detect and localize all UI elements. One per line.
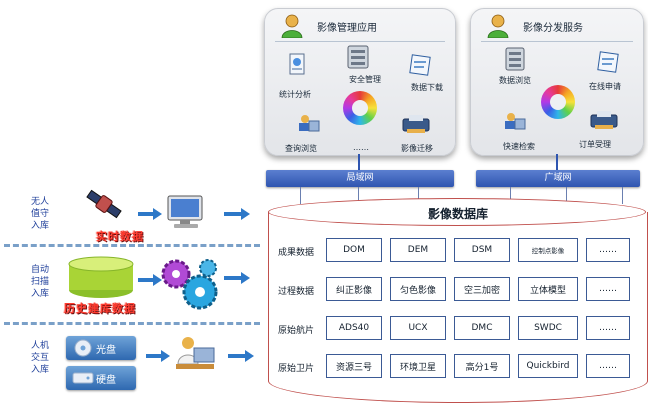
row-label: 过程数据	[278, 287, 315, 297]
color-wheel-icon	[541, 85, 575, 119]
db-cell[interactable]: 立体模型	[518, 277, 578, 301]
arrow-icon	[138, 274, 162, 286]
row-label: 成果数据	[278, 248, 315, 258]
user-icon	[281, 14, 303, 38]
connector	[510, 187, 511, 200]
app-item-quick-search[interactable]: 快速检索	[503, 142, 535, 151]
panel-divider	[275, 41, 445, 42]
connector	[358, 154, 360, 170]
app-item-download[interactable]: 数据下载	[411, 83, 443, 92]
db-cell[interactable]: SWDC	[518, 316, 578, 340]
input-method-label: 无人值守入库	[30, 197, 49, 231]
section-divider	[4, 322, 260, 325]
online-apply-icon	[597, 51, 619, 73]
app-item-online-apply[interactable]: 在线申请	[589, 82, 621, 91]
database-drum-icon	[68, 256, 134, 298]
media-label: 硬盘	[96, 375, 116, 386]
db-cell[interactable]: 高分1号	[454, 354, 510, 378]
satellite-icon	[86, 189, 122, 219]
connector	[300, 187, 301, 204]
db-cell[interactable]: 环境卫星	[390, 354, 446, 378]
app-item-security[interactable]: 安全管理	[349, 75, 381, 84]
hard-disk-icon	[72, 372, 94, 384]
app-item-more: ……	[353, 143, 369, 152]
connector	[556, 154, 558, 170]
chart-document-icon	[289, 53, 305, 75]
db-cell[interactable]: ……	[586, 316, 630, 340]
section-divider	[4, 244, 260, 247]
operator-icon	[176, 337, 215, 369]
input-method-label: 自动扫描入库	[30, 265, 49, 299]
app-panel-management: 影像管理应用 统计分析 安全管理 数据下载 查询浏览 …… 影像迁移	[264, 8, 456, 156]
db-cell[interactable]: 空三加密	[454, 277, 510, 301]
connector	[622, 187, 623, 204]
history-data-caption: 历史建库数据	[64, 302, 136, 315]
query-person-icon	[299, 115, 320, 132]
user-icon	[487, 14, 509, 38]
arrow-icon	[228, 350, 254, 362]
row-label: 原始航片	[278, 326, 315, 336]
connector	[566, 187, 567, 201]
app-item-stats[interactable]: 统计分析	[279, 90, 311, 99]
arrow-icon	[224, 272, 250, 284]
db-cell[interactable]: 控制点影像	[518, 238, 578, 262]
app-item-query[interactable]: 查询浏览	[285, 144, 317, 153]
panel-title: 影像管理应用	[317, 23, 377, 34]
arrow-icon	[224, 208, 250, 220]
database-cylinder-top	[268, 198, 646, 226]
db-cell[interactable]: ADS40	[326, 316, 382, 340]
order-printer-icon	[590, 111, 618, 129]
wan-bar: 广域网	[476, 170, 640, 187]
app-item-data-browse[interactable]: 数据浏览	[499, 76, 531, 85]
db-cell[interactable]: 纠正影像	[326, 277, 382, 301]
row-label: 原始卫片	[278, 364, 315, 374]
media-label: 光盘	[96, 345, 116, 356]
optical-disc-media[interactable]: 光盘	[66, 336, 136, 360]
app-item-migration[interactable]: 影像迁移	[401, 144, 433, 153]
hard-disk-media[interactable]: 硬盘	[66, 366, 136, 390]
db-cell[interactable]: DSM	[454, 238, 510, 262]
arrow-icon	[138, 208, 162, 220]
db-cell[interactable]: DOM	[326, 238, 382, 262]
db-cell[interactable]: Quickbird	[518, 354, 578, 378]
security-panel-icon	[347, 45, 369, 69]
input-method-label: 人机交互入库	[30, 341, 49, 375]
panel-title: 影像分发服务	[523, 23, 583, 34]
database-title: 影像数据库	[427, 207, 488, 221]
connector	[358, 187, 359, 201]
db-cell[interactable]: DEM	[390, 238, 446, 262]
computer-icon	[167, 195, 203, 228]
db-cell[interactable]: UCX	[390, 316, 446, 340]
gears-icon	[161, 259, 218, 310]
lan-bar: 局域网	[266, 170, 454, 187]
db-cell[interactable]: ……	[586, 277, 630, 301]
disc-icon	[74, 339, 92, 357]
app-item-order[interactable]: 订单受理	[579, 140, 611, 149]
data-browse-icon	[505, 47, 525, 71]
db-cell[interactable]: 匀色影像	[390, 277, 446, 301]
realtime-data-caption: 实时数据	[96, 230, 144, 243]
search-person-icon	[505, 113, 526, 130]
db-cell[interactable]: ……	[586, 354, 630, 378]
db-cell[interactable]: DMC	[454, 316, 510, 340]
app-panel-distribution: 影像分发服务 数据浏览 在线申请 快速检索 订单受理	[470, 8, 644, 156]
db-cell[interactable]: 资源三号	[326, 354, 382, 378]
connector	[418, 187, 419, 200]
download-document-icon	[409, 54, 431, 76]
arrow-icon	[146, 350, 170, 362]
color-wheel-icon	[343, 91, 377, 125]
migration-printer-icon	[402, 115, 430, 133]
panel-divider	[481, 41, 633, 42]
db-cell[interactable]: ……	[586, 238, 630, 262]
